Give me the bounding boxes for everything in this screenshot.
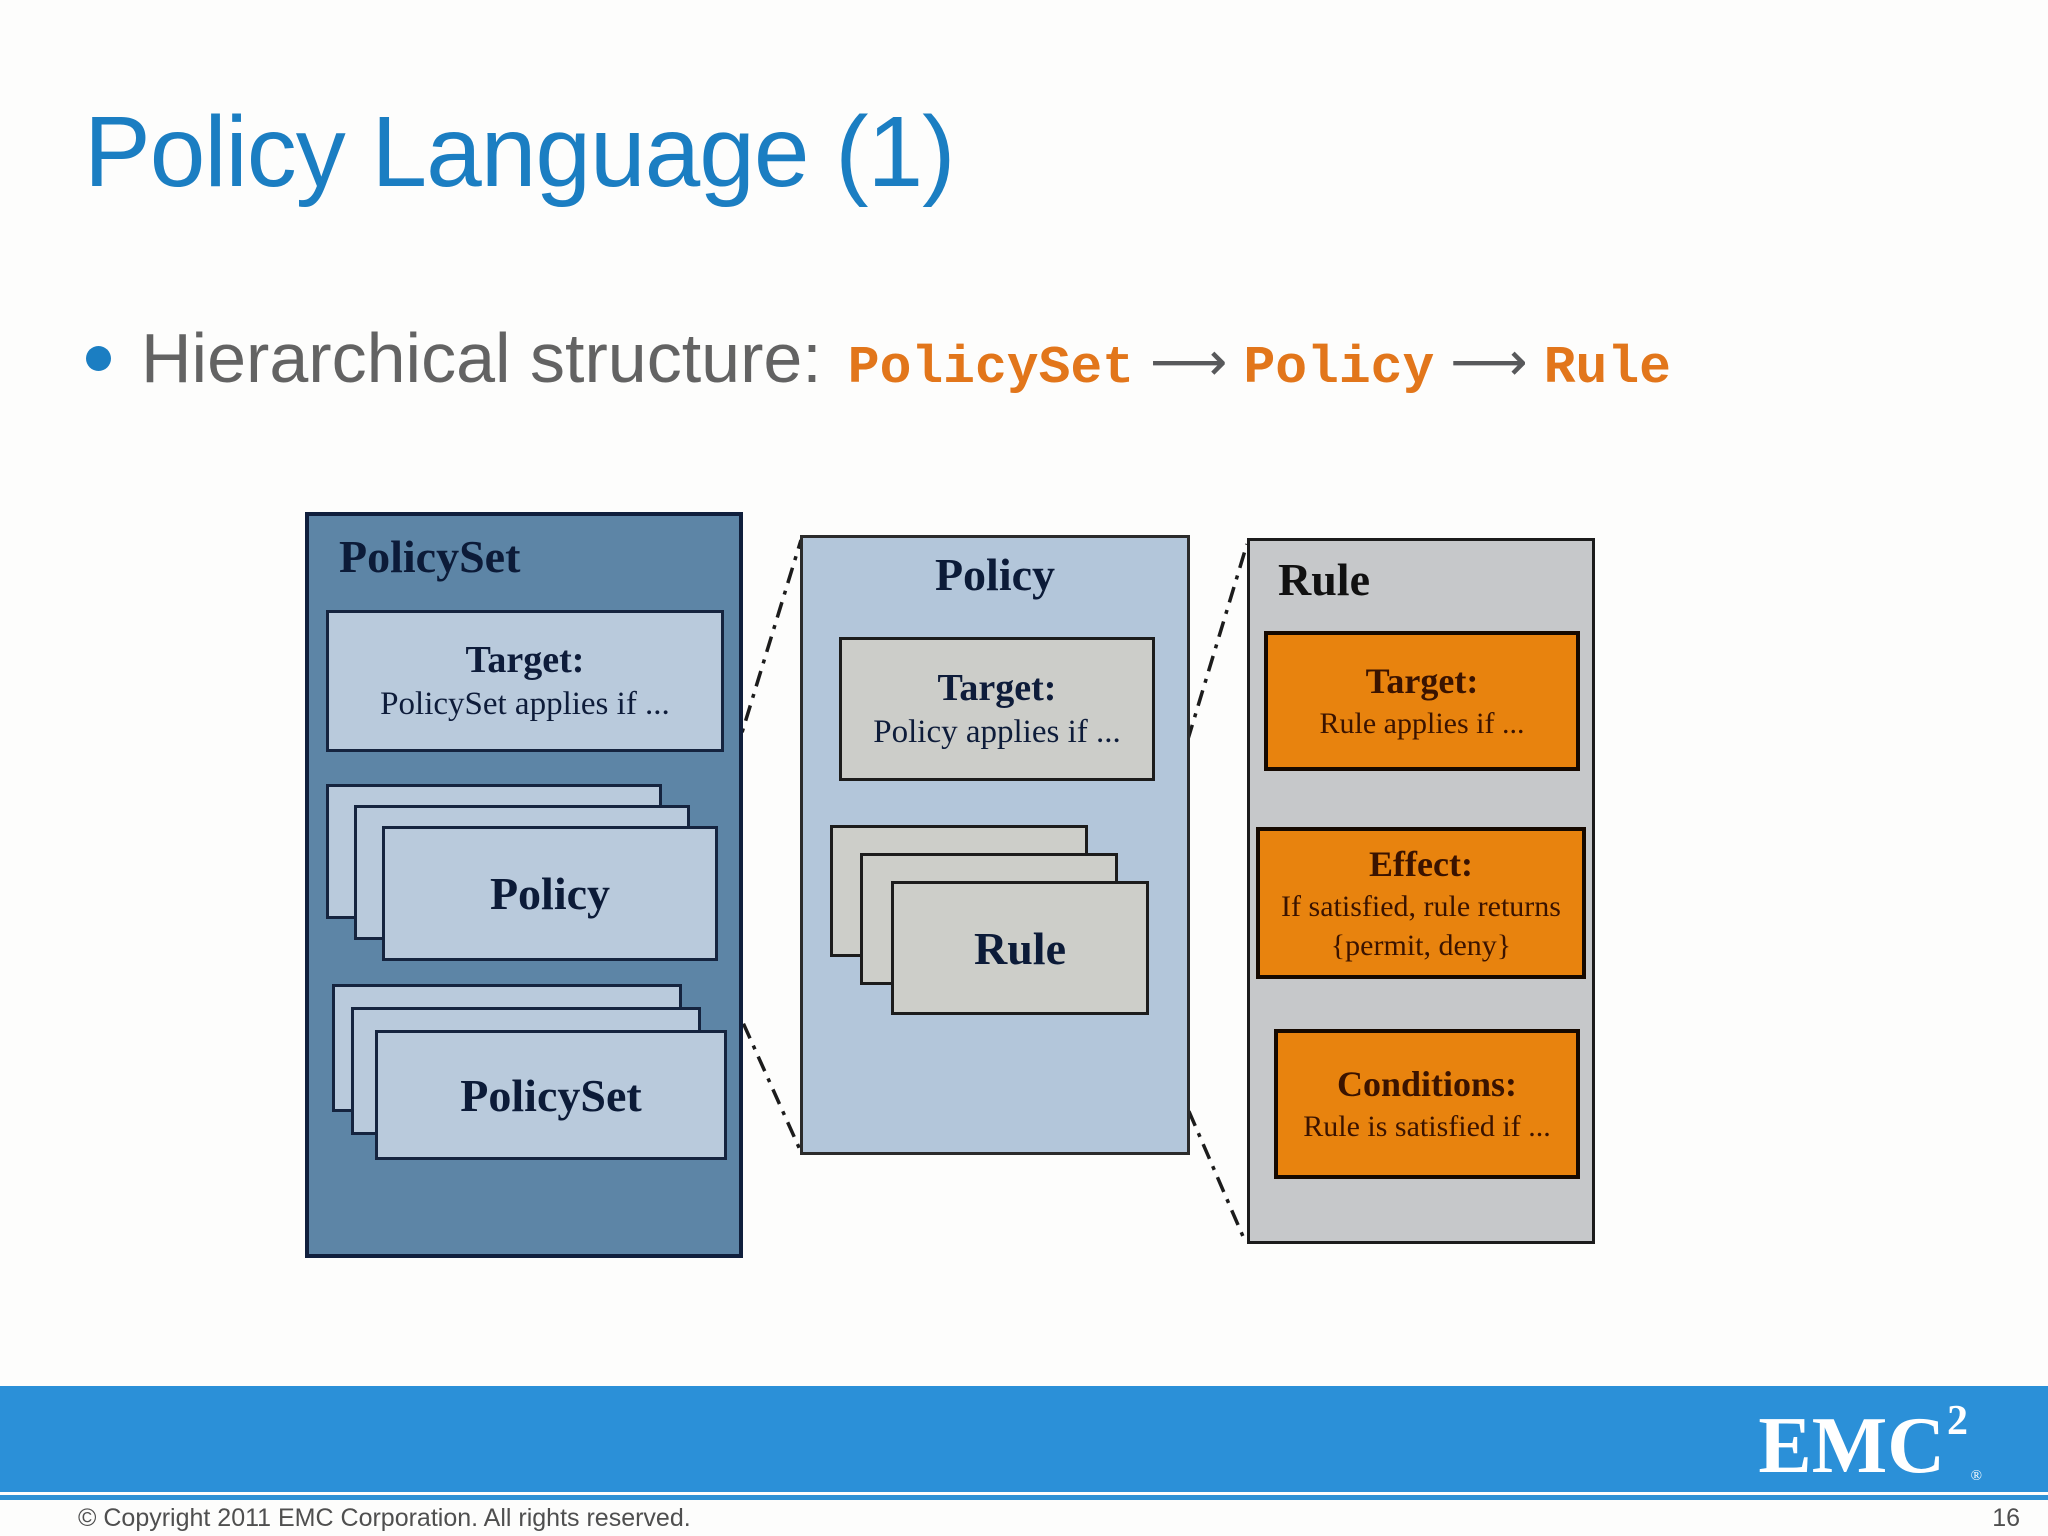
policyset-stack-label: PolicySet xyxy=(460,1069,642,1121)
arrow-right-icon: ⟶ xyxy=(1450,330,1528,393)
conditions-heading: Conditions: xyxy=(1336,1064,1518,1104)
policyset-panel: PolicySet Target: PolicySet applies if .… xyxy=(305,512,743,1258)
policyset-target-box: Target: PolicySet applies if ... xyxy=(326,610,724,752)
rule-effect-box: Effect: If satisfied, rule returns {perm… xyxy=(1256,827,1586,979)
policy-panel-title: Policy xyxy=(934,549,1056,600)
policyset-panel-title: PolicySet xyxy=(339,531,521,582)
bullet-text: Hierarchical structure: xyxy=(141,319,822,397)
target-body: Policy applies if ... xyxy=(873,714,1121,751)
code-policy: Policy xyxy=(1243,338,1435,398)
registered-mark-icon: ® xyxy=(1970,1468,1982,1484)
policy-stack-front: Policy xyxy=(382,826,718,961)
target-heading: Target: xyxy=(465,638,585,681)
page-number: 16 xyxy=(1992,1504,2020,1532)
bullet-line: Hierarchical structure: PolicySet ⟶ Poli… xyxy=(86,318,1671,398)
copyright-text: © Copyright 2011 EMC Corporation. All ri… xyxy=(78,1504,691,1532)
policy-panel: Policy Target: Policy applies if ... Rul… xyxy=(800,535,1190,1155)
code-policyset: PolicySet xyxy=(847,338,1135,398)
policyset-stack-front: PolicySet xyxy=(375,1030,727,1160)
rule-conditions-box: Conditions: Rule is satisfied if ... xyxy=(1274,1029,1580,1179)
effect-line1: If satisfied, rule returns xyxy=(1281,889,1561,923)
page-title: Policy Language (1) xyxy=(84,96,955,208)
target-heading: Target: xyxy=(1365,661,1479,701)
effect-heading: Effect: xyxy=(1369,843,1473,884)
policy-stack-label: Policy xyxy=(489,868,611,919)
policy-target-box: Target: Policy applies if ... xyxy=(839,637,1155,781)
target-body: PolicySet applies if ... xyxy=(380,686,670,723)
emc-logo-superscript: 2 xyxy=(1947,1398,1968,1444)
footer-bar xyxy=(0,1386,2048,1492)
target-body: Rule applies if ... xyxy=(1319,707,1525,740)
emc-logo: EMC2® xyxy=(1758,1398,1982,1486)
rule-stack-label: Rule xyxy=(974,922,1066,974)
target-heading: Target: xyxy=(937,666,1057,709)
bullet-icon xyxy=(86,345,111,371)
rule-stack-front: Rule xyxy=(891,881,1149,1015)
effect-line2: {permit, deny} xyxy=(1330,928,1512,962)
rule-target-box: Target: Rule applies if ... xyxy=(1264,631,1580,771)
rule-panel: Rule Target: Rule applies if ... Effect:… xyxy=(1247,538,1595,1244)
conditions-body: Rule is satisfied if ... xyxy=(1303,1110,1551,1143)
rule-panel-title: Rule xyxy=(1278,554,1370,605)
emc-logo-text: EMC xyxy=(1758,1402,1945,1490)
code-rule: Rule xyxy=(1543,338,1671,398)
footer-divider xyxy=(0,1495,2048,1500)
arrow-right-icon: ⟶ xyxy=(1150,330,1228,393)
